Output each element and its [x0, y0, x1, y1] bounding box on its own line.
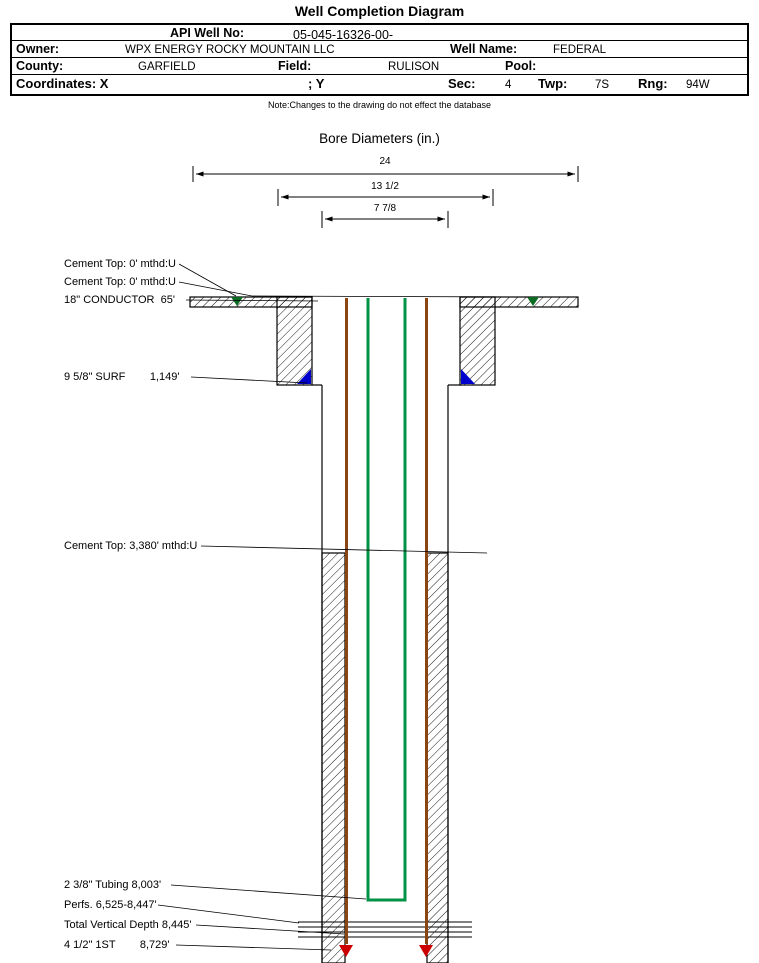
county-value: GARFIELD	[138, 60, 196, 73]
api-value: 05-045-16326-00-	[293, 27, 394, 42]
owner-label: Owner:	[16, 42, 60, 56]
label-cement-top-3: Cement Top: 3,380' mthd:U	[64, 540, 198, 552]
header-row-owner: Owner: WPX ENERGY ROCKY MOUNTAIN LLC Wel…	[12, 41, 747, 58]
surface-shoe-left	[297, 369, 311, 384]
label-first-string: 4 1/2" 1ST 8,729'	[64, 939, 170, 951]
label-tubing: 2 3/8" Tubing 8,003'	[64, 879, 162, 891]
production-shoe-right	[419, 945, 433, 957]
field-value: RULISON	[388, 60, 440, 73]
header-row-api: API Well No: 05-045-16326-00-	[12, 25, 747, 42]
cement-top-marker-left	[231, 297, 243, 306]
twp-label: Twp:	[538, 76, 568, 91]
label-tvd: Total Vertical Depth 8,445'	[64, 919, 192, 931]
borehole-walls	[312, 384, 462, 963]
rng-value: 94W	[686, 78, 710, 91]
cement-top-marker-right	[527, 297, 539, 306]
leader-cement-top-2	[178, 281, 530, 298]
surface-shoe-right	[461, 369, 475, 384]
bore-diameters-title: Bore Diameters (in.)	[319, 131, 440, 146]
production-shoe-left	[339, 945, 353, 957]
well-name-label: Well Name:	[450, 42, 518, 56]
header-table: API Well No: 05-045-16326-00- Owner: WPX…	[10, 23, 749, 96]
dim-lines	[192, 166, 579, 228]
perforation-lines	[298, 921, 472, 938]
leader-tubing	[170, 884, 367, 900]
owner-value: WPX ENERGY ROCKY MOUNTAIN LLC	[125, 43, 335, 56]
page-title: Well Completion Diagram	[294, 3, 465, 19]
twp-value: 7S	[595, 78, 610, 91]
leader-first-string	[175, 944, 332, 951]
conductor-cement-right	[459, 296, 496, 386]
label-cement-top-1: Cement Top: 0' mthd:U	[64, 258, 176, 270]
dim-label-24: 24	[379, 156, 391, 167]
leader-conductor	[185, 299, 319, 302]
label-surface-casing: 9 5/8" SURF 1,149'	[64, 371, 180, 383]
leader-lines	[157, 263, 530, 951]
production-cement-left	[321, 552, 346, 963]
header-row-county: County: GARFIELD Field: RULISON Pool:	[12, 58, 747, 75]
sec-label: Sec:	[448, 76, 476, 91]
header-row-coordinates: Coordinates: X ; Y Sec: 4 Twp: 7S Rng: 9…	[12, 75, 747, 94]
coordinates-label: Coordinates: X	[16, 76, 109, 91]
conductor-cement-left	[276, 296, 313, 386]
coordinates-y-label: ; Y	[308, 76, 325, 91]
pool-label: Pool:	[505, 59, 537, 73]
rng-label: Rng:	[638, 76, 668, 91]
label-cement-top-2: Cement Top: 0' mthd:U	[64, 276, 176, 288]
sec-value: 4	[505, 78, 512, 91]
leader-surface	[190, 376, 308, 384]
database-note: Note:Changes to the drawing do not effec…	[268, 100, 491, 110]
tubing-string	[366, 298, 407, 902]
leader-cement-top-3	[200, 545, 488, 554]
dim-label-7-78: 7 7/8	[373, 203, 397, 214]
leader-cement-top-1	[178, 263, 237, 297]
county-label: County:	[16, 59, 64, 73]
cement-structure	[189, 296, 579, 963]
field-label: Field:	[278, 59, 312, 73]
conductor-flange-left	[189, 296, 313, 308]
leader-tvd	[195, 924, 345, 935]
label-perfs: Perfs. 6,525-8,447'	[64, 899, 157, 911]
dim-label-13-5: 13 1/2	[371, 181, 399, 192]
well-name-value: FEDERAL	[553, 43, 607, 56]
api-label: API Well No:	[170, 26, 245, 40]
production-cement-right	[426, 552, 449, 963]
conductor-flange-right	[459, 296, 579, 308]
label-conductor: 18" CONDUCTOR 65'	[64, 294, 175, 306]
